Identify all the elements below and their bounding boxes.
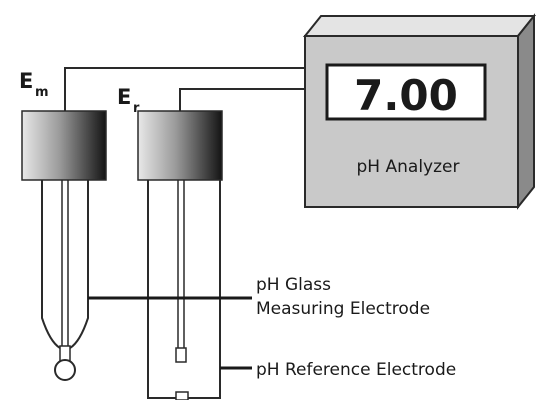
glass-measuring-electrode	[21, 110, 107, 381]
measuring-electrode-label: E m	[19, 69, 49, 100]
ph-analyzer: 7.00 pH Analyzer	[302, 13, 537, 210]
glass-callout-label-line2: Measuring Electrode	[256, 299, 430, 319]
reference-subscript: r	[133, 101, 140, 116]
analyzer-display	[325, 63, 487, 121]
analyzer-top-face	[302, 15, 537, 37]
glass-callout-label-line1: pH Glass	[256, 275, 331, 295]
reference-wire	[179, 88, 305, 111]
analyzer-front-face	[304, 35, 519, 208]
analyzer-side-face	[517, 13, 535, 210]
measuring-symbol: E	[19, 69, 33, 93]
glass-electrode-cap	[21, 110, 107, 181]
reference-callout-label: pH Reference Electrode	[256, 360, 456, 380]
reference-electrode-cap	[137, 110, 223, 181]
measuring-subscript: m	[35, 85, 49, 100]
reference-electrode-label: E r	[117, 85, 140, 116]
reference-symbol: E	[117, 85, 131, 109]
glass-bulb	[54, 359, 76, 381]
glass-electrode-body	[41, 180, 89, 349]
reference-inner-element	[175, 347, 187, 363]
reference-electrode	[137, 110, 223, 400]
reference-junction	[175, 391, 189, 400]
analyzer-reading: 7.00	[354, 71, 458, 120]
analyzer-name: pH Analyzer	[357, 157, 460, 177]
measuring-wire	[64, 67, 305, 111]
